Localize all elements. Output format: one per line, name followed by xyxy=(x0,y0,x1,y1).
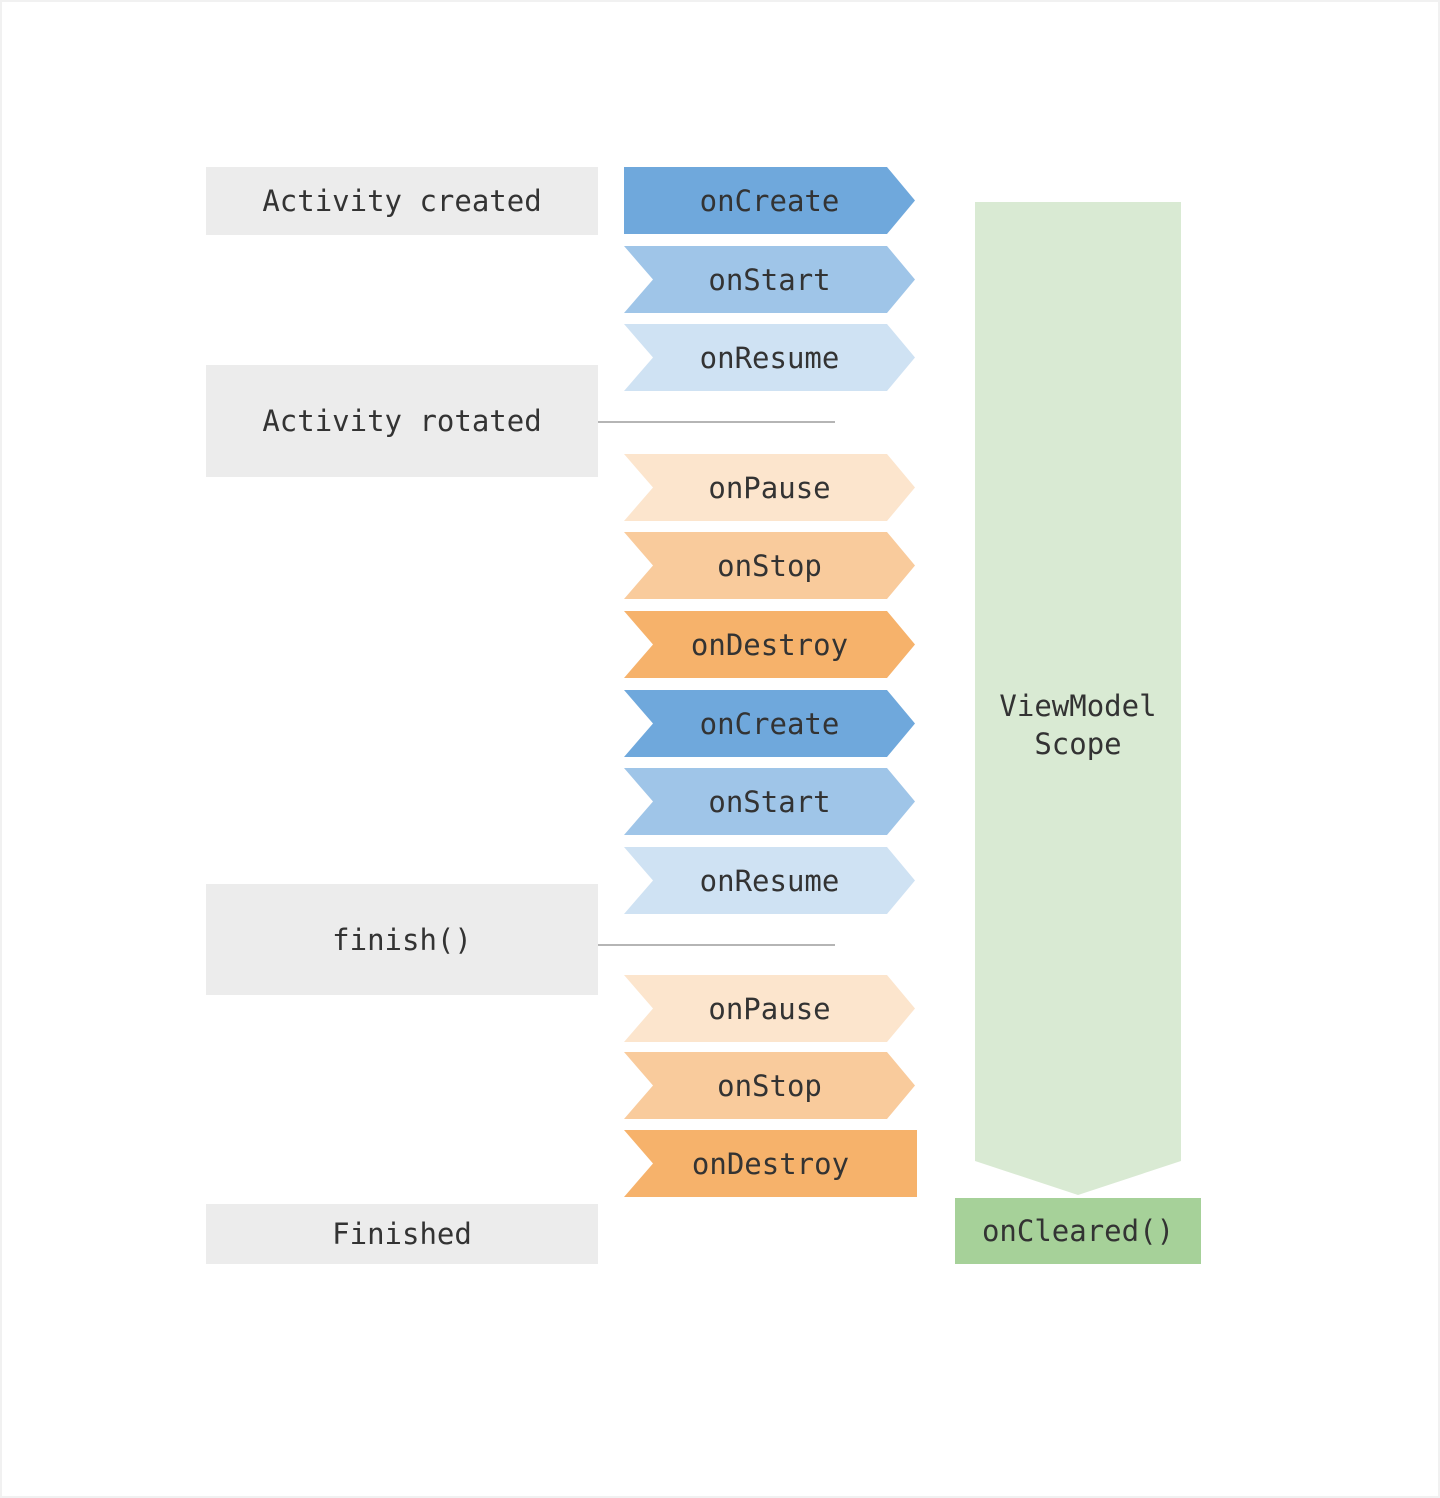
state-box-finished: Finished xyxy=(206,1204,598,1264)
lifecycle-arrow-onstart-1: onStart xyxy=(624,246,915,313)
lifecycle-arrow-oncreate-2: onCreate xyxy=(624,690,915,757)
lifecycle-arrow-onstop-1: onStop xyxy=(624,532,915,599)
divider-finish xyxy=(598,944,835,946)
viewmodel-scope-label: ViewModel Scope xyxy=(975,687,1181,763)
state-box-activity-created: Activity created xyxy=(206,167,598,235)
state-box-activity-rotated: Activity rotated xyxy=(206,365,598,477)
lifecycle-arrow-onresume-2: onResume xyxy=(624,847,915,914)
lifecycle-arrow-ondestroy-1: onDestroy xyxy=(624,611,915,678)
lifecycle-arrow-oncreate-1: onCreate xyxy=(624,167,915,234)
viewmodel-scope-label-line1: ViewModel xyxy=(999,689,1157,723)
lifecycle-arrow-ondestroy-2: onDestroy xyxy=(624,1130,917,1197)
state-box-finish: finish() xyxy=(206,884,598,995)
lifecycle-arrow-onstop-2: onStop xyxy=(624,1052,915,1119)
viewmodel-scope-label-line2: Scope xyxy=(1034,727,1122,761)
divider-activity-rotated xyxy=(598,421,835,423)
lifecycle-arrow-onpause-1: onPause xyxy=(624,454,915,521)
lifecycle-arrow-onstart-2: onStart xyxy=(624,768,915,835)
oncleared-box: onCleared() xyxy=(955,1198,1201,1264)
lifecycle-arrow-onpause-2: onPause xyxy=(624,975,915,1042)
viewmodel-scope-arrow: ViewModel Scope xyxy=(975,202,1181,1195)
lifecycle-arrow-onresume-1: onResume xyxy=(624,324,915,391)
